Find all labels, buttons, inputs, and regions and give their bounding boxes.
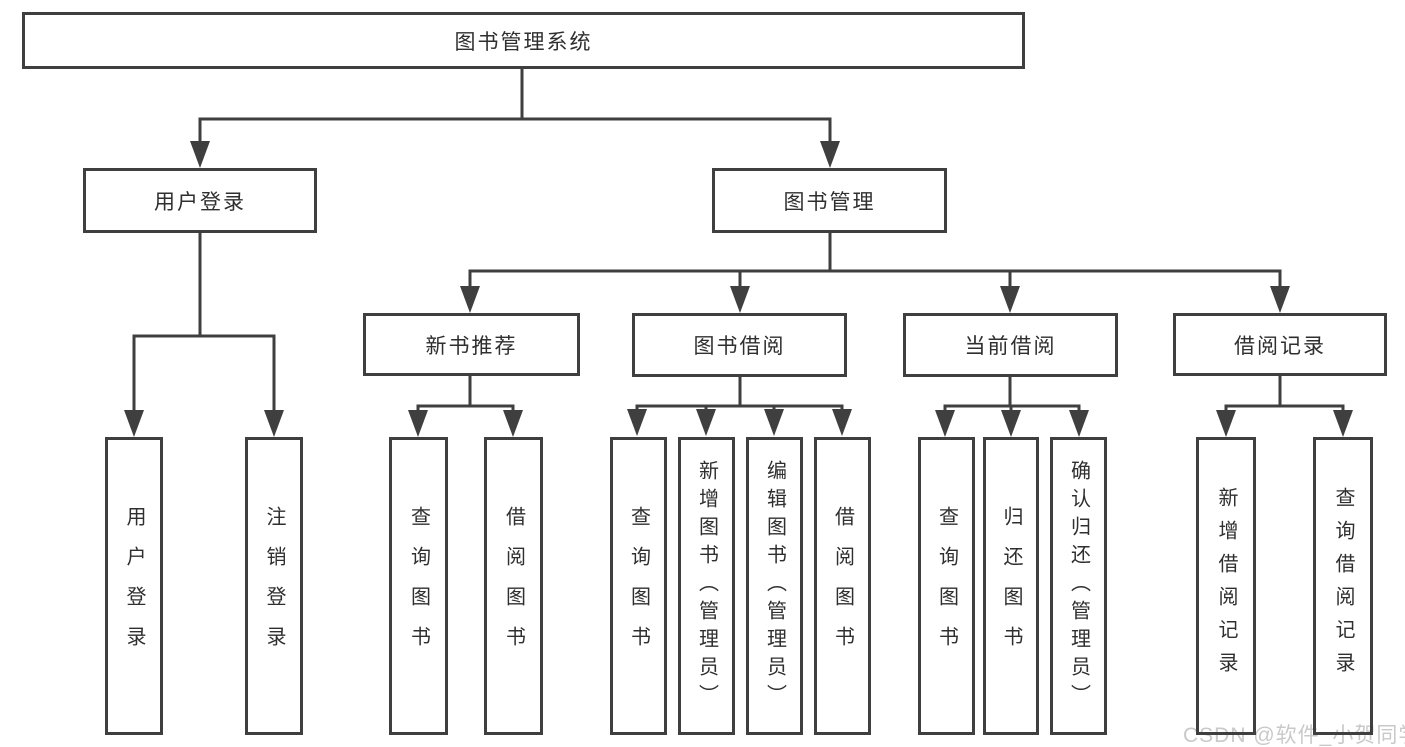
node-br-query: 查询借阅记录 [1313,437,1373,735]
node-label-bb-query: 查询图书 [627,506,650,666]
node-rec-query: 查询图书 [389,437,448,735]
arrowhead-down-icon [190,141,210,168]
arrowhead-down-icon [460,286,480,313]
node-new-book-rec: 新书推荐 [363,313,580,376]
node-label-br-add: 新增借阅记录 [1215,487,1237,685]
watermark: CSDN @软件_小贺同学 [1183,724,1405,747]
node-label-borrow-record: 借阅记录 [1234,334,1326,358]
node-br-add: 新增借阅记录 [1196,437,1256,735]
node-label-root: 图书管理系统 [454,30,593,54]
arrowhead-down-icon [124,410,144,437]
node-rec-borrow: 借阅图书 [484,437,543,735]
arrowhead-down-icon [696,409,716,436]
node-label-rec-query: 查询图书 [407,506,430,666]
node-bb-query: 查询图书 [610,437,667,735]
node-label-book-mgmt: 图书管理 [783,190,876,214]
arrowhead-down-icon [1001,410,1021,437]
node-cb-query: 查询图书 [918,437,975,735]
node-label-book-borrow: 图书借阅 [693,335,786,358]
node-root: 图书管理系统 [22,12,1025,69]
arrowhead-down-icon [1216,410,1236,437]
arrowhead-down-icon [764,409,784,436]
node-label-cb-return: 归还图书 [1000,506,1022,666]
node-label-bb-edit: 编辑图书（管理员） [763,460,786,712]
arrowhead-down-icon [1270,286,1290,313]
node-book-mgmt: 图书管理 [712,168,947,233]
arrowhead-down-icon [503,410,523,437]
node-label-new-book-rec: 新书推荐 [425,334,518,358]
node-bb-edit: 编辑图书（管理员） [746,437,803,735]
node-cb-return: 归还图书 [983,437,1039,735]
node-label-current-borrow: 当前借阅 [964,335,1057,358]
arrowhead-down-icon [935,410,955,437]
node-label-br-query: 查询借阅记录 [1332,487,1354,685]
node-user-login: 用户登录 [83,168,317,233]
arrowhead-down-icon [1000,286,1020,313]
node-label-rec-borrow: 借阅图书 [502,506,525,666]
arrowhead-down-icon [408,410,428,437]
node-label-login: 用户登录 [123,506,145,666]
node-cb-confirm: 确认归还（管理员） [1050,437,1107,735]
node-book-borrow: 图书借阅 [632,313,847,377]
node-label-bb-borrow: 借阅图书 [831,506,854,666]
node-label-cb-confirm: 确认归还（管理员） [1067,460,1090,712]
node-bb-add: 新增图书（管理员） [678,437,735,735]
node-current-borrow: 当前借阅 [903,313,1118,377]
node-borrow-record: 借阅记录 [1173,313,1387,376]
node-logout: 注销登录 [245,437,303,735]
node-login: 用户登录 [105,437,163,735]
arrowhead-down-icon [820,141,840,168]
arrowhead-down-icon [1333,410,1353,437]
arrowhead-down-icon [832,409,852,436]
node-label-user-login: 用户登录 [154,190,246,214]
arrowhead-down-icon [627,409,647,436]
node-label-logout: 注销登录 [263,506,285,666]
arrowhead-down-icon [1069,410,1089,437]
node-label-bb-add: 新增图书（管理员） [695,460,718,712]
arrowhead-down-icon [264,410,284,437]
node-label-cb-query: 查询图书 [935,506,958,666]
node-bb-borrow: 借阅图书 [814,437,871,735]
arrowhead-down-icon [730,286,750,313]
